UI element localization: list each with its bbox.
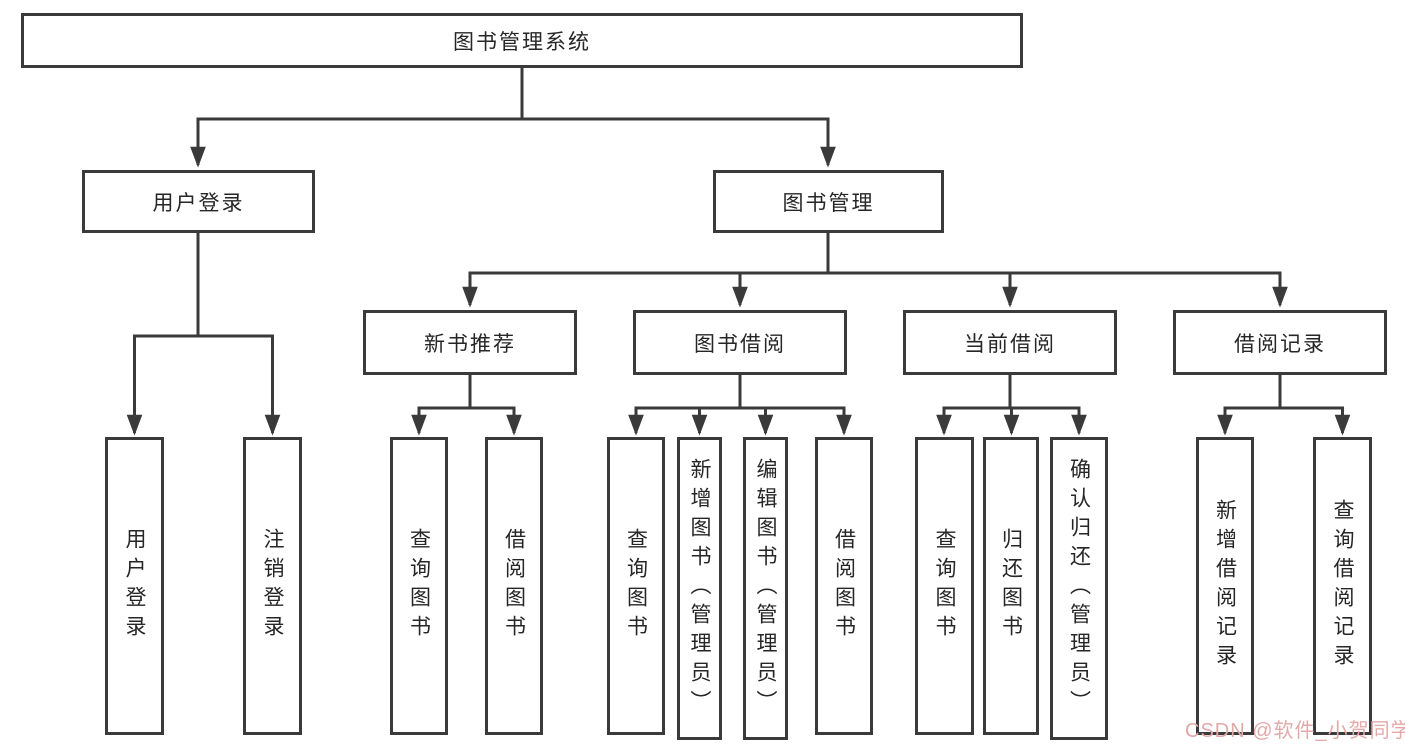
leaf-query-book-current-label: 查询图书 <box>933 528 956 644</box>
node-borrow-record: 借阅记录 <box>1173 310 1387 375</box>
leaf-query-book-borrow: 查询图书 <box>607 437 665 735</box>
leaf-query-borrow-record: 查询借阅记录 <box>1313 437 1372 735</box>
node-user-login: 用户登录 <box>82 170 315 233</box>
leaf-add-book-admin: 新增图书（管理员） <box>677 437 722 740</box>
leaf-query-book-recommend: 查询图书 <box>390 437 448 735</box>
leaf-return-book-label: 归还图书 <box>999 528 1023 644</box>
leaf-logout: 注销登录 <box>243 437 302 735</box>
leaf-confirm-return-admin-label: 确认归还（管理员） <box>1067 458 1091 719</box>
leaf-query-book-current: 查询图书 <box>915 437 974 735</box>
leaf-borrow-book: 借阅图书 <box>815 437 873 735</box>
leaf-query-book-recommend-label: 查询图书 <box>407 528 431 644</box>
leaf-edit-book-admin-label: 编辑图书（管理员） <box>754 458 777 719</box>
node-current-borrow: 当前借阅 <box>903 310 1117 375</box>
leaf-edit-book-admin: 编辑图书（管理员） <box>743 437 788 740</box>
leaf-borrow-book-label: 借阅图书 <box>832 528 856 644</box>
leaf-query-borrow-record-label: 查询借阅记录 <box>1331 499 1354 673</box>
leaf-borrow-book-recommend-label: 借阅图书 <box>502 528 526 644</box>
node-book-management: 图书管理 <box>713 170 944 233</box>
leaf-add-borrow-record-label: 新增借阅记录 <box>1213 499 1237 673</box>
leaf-add-borrow-record: 新增借阅记录 <box>1196 437 1254 735</box>
node-book-borrow: 图书借阅 <box>633 310 847 375</box>
leaf-logout-label: 注销登录 <box>261 528 284 644</box>
node-new-book-recommend: 新书推荐 <box>363 310 577 375</box>
leaf-confirm-return-admin: 确认归还（管理员） <box>1050 437 1108 740</box>
node-library-management-system: 图书管理系统 <box>21 13 1023 68</box>
leaf-return-book: 归还图书 <box>983 437 1039 735</box>
leaf-add-book-admin-label: 新增图书（管理员） <box>688 458 711 719</box>
leaf-user-login: 用户登录 <box>105 437 164 735</box>
leaf-query-book-borrow-label: 查询图书 <box>624 528 648 644</box>
csdn-watermark: CSDN @软件_小贺同学 <box>1185 720 1405 742</box>
leaf-user-login-label: 用户登录 <box>123 528 146 644</box>
leaf-borrow-book-recommend: 借阅图书 <box>485 437 543 735</box>
